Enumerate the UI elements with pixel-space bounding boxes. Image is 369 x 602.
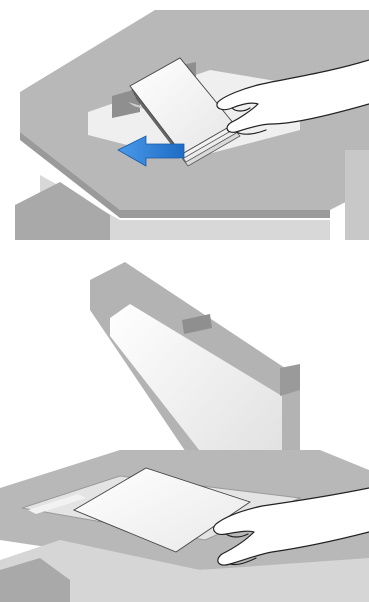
adf-loading-illustration xyxy=(0,0,369,240)
platen-glass-illustration xyxy=(0,240,369,602)
adf-svg xyxy=(0,0,369,240)
glass-svg xyxy=(0,240,369,602)
machine-right-side xyxy=(345,150,369,240)
